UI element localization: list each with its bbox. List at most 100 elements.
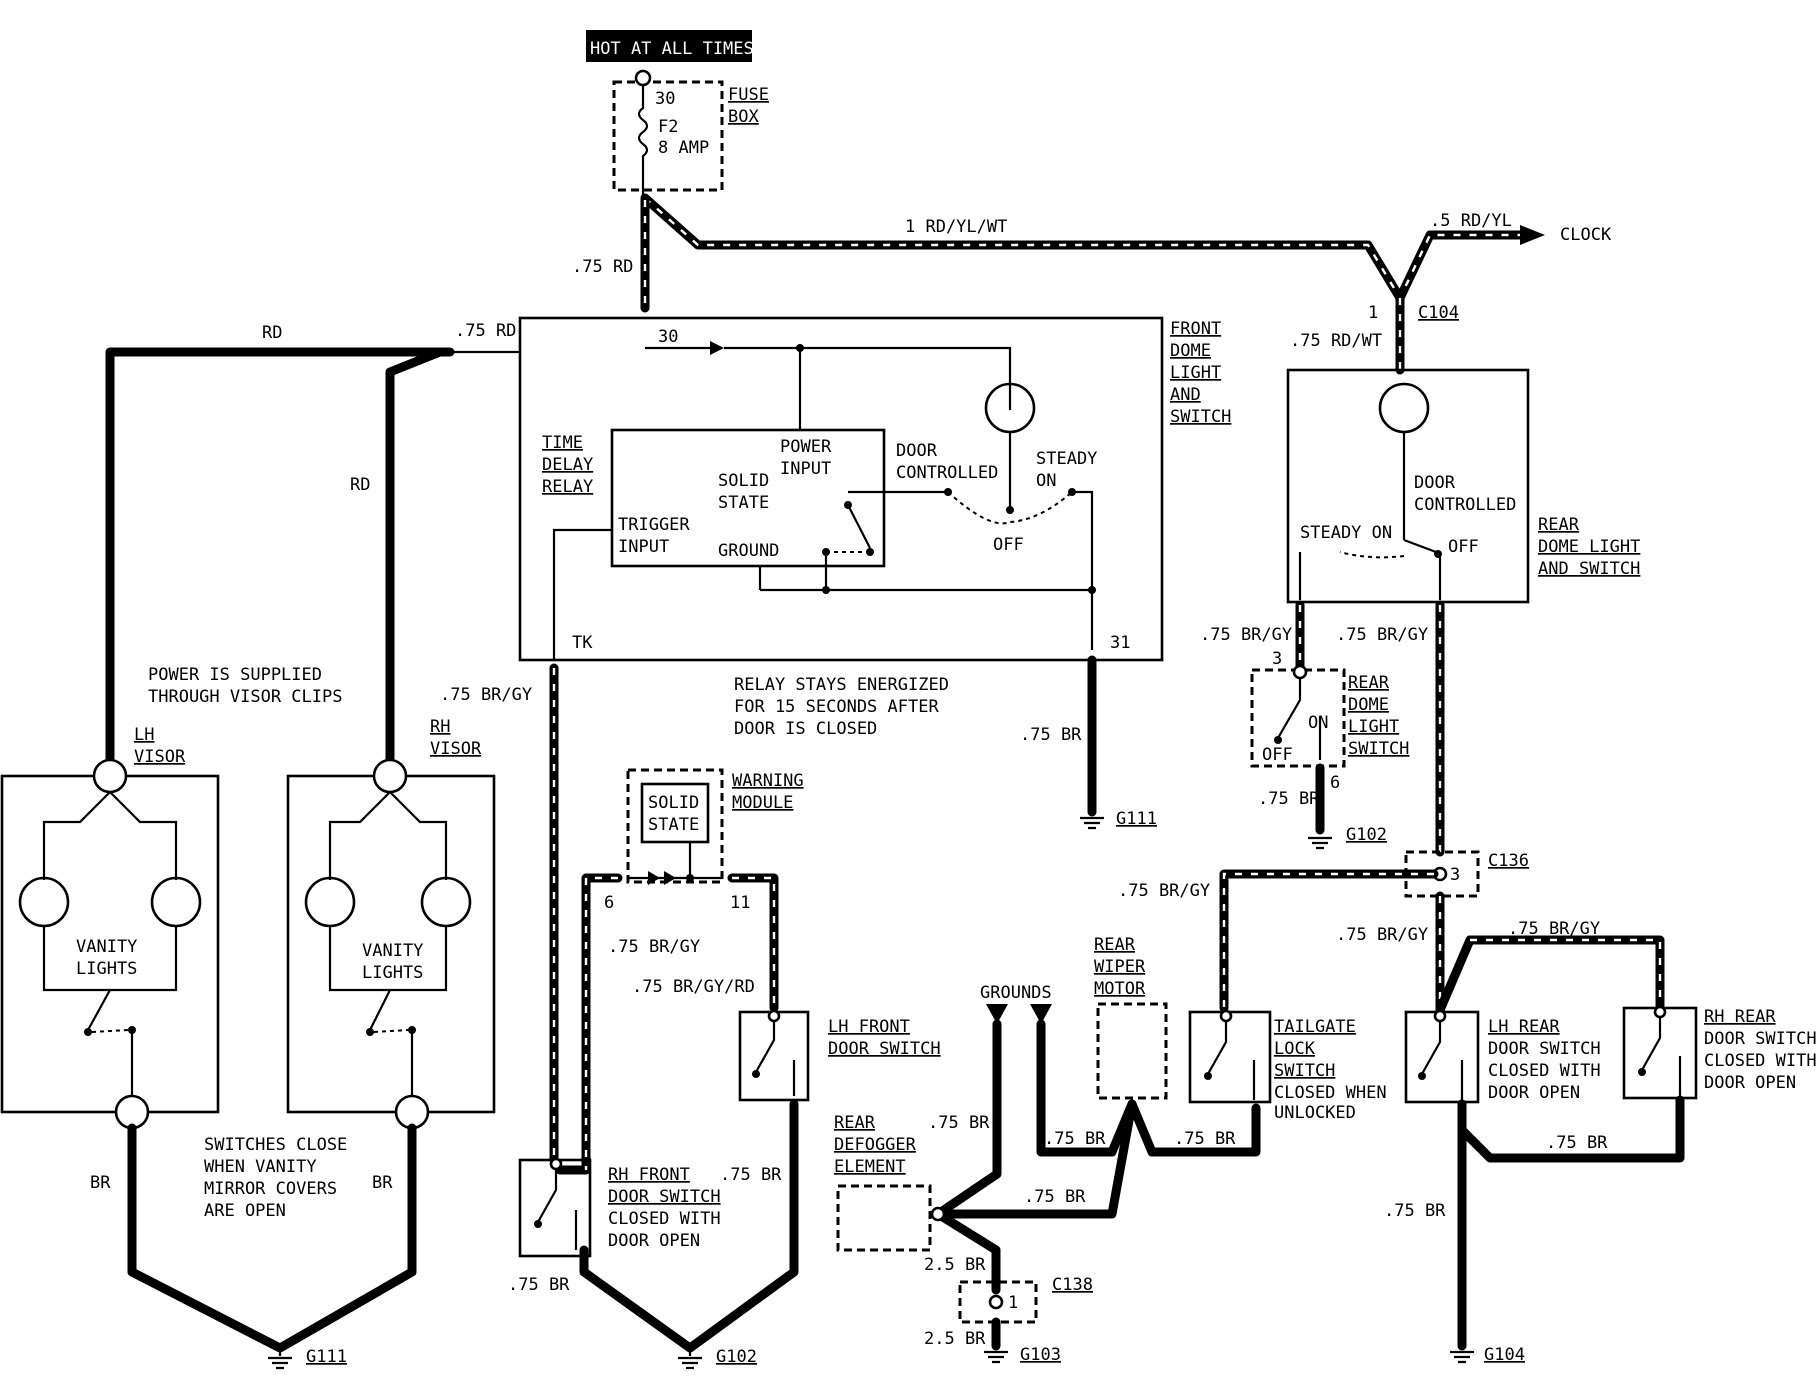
diagram-label: 11 — [730, 893, 750, 913]
diagram-label: 30 — [658, 327, 678, 347]
diagram-label: LH REAR — [1488, 1017, 1560, 1037]
wire-rd-yl-wt — [640, 193, 1525, 303]
ground-g103-icon: G103 — [984, 1345, 1061, 1365]
diagram-label: G111 — [1116, 809, 1157, 829]
diagram-label: .75 BR/GY — [1336, 625, 1428, 645]
diagram-label: MIRROR COVERS — [204, 1179, 337, 1199]
diagram-label: REAR — [1094, 935, 1136, 955]
diagram-label: RH REAR — [1704, 1007, 1776, 1027]
diagram-label: .75 BR/GY — [440, 685, 532, 705]
diagram-label: LIGHT — [1348, 717, 1399, 737]
diagram-label: .5 RD/YL — [1430, 211, 1512, 231]
diagram-label: WIPER — [1094, 957, 1146, 977]
diagram-label: C136 — [1488, 851, 1529, 871]
diagram-label: SOLID — [648, 793, 699, 813]
diagram-label: DOOR — [1414, 473, 1456, 493]
rear-wiper-motor — [1096, 1002, 1168, 1100]
diagram-label: AND SWITCH — [1538, 559, 1640, 579]
rear-dome-light-box — [1286, 368, 1530, 604]
diagram-label: RD — [350, 475, 370, 495]
diagram-label: LH FRONT — [828, 1017, 910, 1037]
diagram-label: F2 — [658, 117, 678, 137]
diagram-label: 3 — [1272, 649, 1282, 669]
diagram-label: CLOSED WHEN — [1274, 1083, 1387, 1103]
warning-module — [626, 768, 724, 884]
diagram-label: .75 BR/GY/RD — [632, 977, 755, 997]
diagram-label: .75 BR — [1258, 789, 1320, 809]
diagram-label: .75 BR/GY — [608, 937, 700, 957]
diagram-label: SWITCH — [1170, 407, 1231, 427]
diagram-label: LH — [134, 725, 154, 745]
diagram-label: RH FRONT — [608, 1165, 690, 1185]
diagram-label: C104 — [1418, 303, 1459, 323]
diagram-label: 1 — [1008, 1293, 1018, 1313]
diagram-label: STATE — [648, 815, 699, 835]
diagram-label: CONTROLLED — [1414, 495, 1516, 515]
diagram-label: DOOR SWITCH — [828, 1039, 941, 1059]
diagram-label: DOOR SWITCH — [608, 1187, 721, 1207]
diagram-label: INPUT — [618, 537, 669, 557]
diagram-label: 30 — [655, 89, 675, 109]
clock-arrow-icon — [1520, 225, 1545, 245]
diagram-label: .75 RD — [455, 321, 516, 341]
diagram-label: STATE — [718, 493, 769, 513]
diagram-label: SWITCH — [1348, 739, 1409, 759]
diagram-label: VANITY — [76, 937, 137, 957]
diagram-label: REAR — [1348, 673, 1390, 693]
diagram-label: LIGHTS — [76, 959, 137, 979]
diagram-label: DOOR SWITCH — [1488, 1039, 1601, 1059]
diagram-label: .75 BR — [720, 1165, 782, 1185]
diagram-label: SWITCHES CLOSE — [204, 1135, 347, 1155]
diagram-label: BR — [372, 1173, 393, 1193]
ground-g102-left-icon: G102 — [678, 1347, 757, 1370]
diagram-label: G103 — [1020, 1345, 1061, 1365]
lh-rear-door-switch — [1404, 1010, 1480, 1104]
diagram-label: LIGHTS — [362, 963, 423, 983]
connector-c138 — [958, 1280, 1038, 1324]
diagram-label: RELAY STAYS ENERGIZED — [734, 675, 949, 695]
diagram-label: DOOR OPEN — [1488, 1083, 1580, 1103]
diagram-label: GROUND — [718, 541, 779, 561]
diagram-label: ON — [1308, 713, 1328, 733]
diagram-label: DOOR IS CLOSED — [734, 719, 877, 739]
diagram-label: VANITY — [362, 941, 423, 961]
diagram-label: OFF — [1448, 537, 1479, 557]
diagram-label: INPUT — [780, 459, 831, 479]
diagram-label: TIME — [542, 433, 583, 453]
tailgate-lock-switch — [1188, 1010, 1272, 1104]
diagram-label: STEADY — [1036, 449, 1097, 469]
diagram-label: 31 — [1110, 633, 1130, 653]
ground-g111-left-icon: G111 — [268, 1347, 347, 1370]
diagram-label: WARNING — [732, 771, 804, 791]
diagram-label: OFF — [1262, 745, 1293, 765]
diagram-label: DOOR SWITCH — [1704, 1029, 1816, 1049]
diagram-label: VISOR — [430, 739, 482, 759]
diagram-label: OFF — [993, 535, 1024, 555]
diagram-label: G104 — [1484, 1345, 1525, 1365]
diagram-label: .75 BR — [1384, 1201, 1446, 1221]
diagram-label: REAR — [1538, 515, 1580, 535]
diagram-label: SOLID — [718, 471, 769, 491]
diagram-label: ON — [1036, 471, 1056, 491]
diagram-label: UNLOCKED — [1274, 1103, 1356, 1123]
hot-at-all-times-label: HOT AT ALL TIMES — [586, 30, 754, 62]
diagram-label: TAILGATE — [1274, 1017, 1356, 1037]
ground-arrow-icon-2 — [1030, 1004, 1052, 1024]
rear-defogger-element — [836, 1184, 932, 1252]
diagram-label: DOOR — [896, 441, 938, 461]
diagram-label: 1 RD/YL/WT — [905, 217, 1007, 237]
wire-rd-top — [105, 347, 455, 775]
diagram-label: DOME — [1170, 341, 1211, 361]
fuse-box: 30 F2 8 AMP FUSE BOX — [612, 69, 769, 195]
diagram-label: 2.5 BR — [924, 1255, 986, 1275]
diagram-label: CLOSED WITH — [1704, 1051, 1816, 1071]
diagram-label: CONTROLLED — [896, 463, 998, 483]
diagram-label: AND — [1170, 385, 1201, 405]
diagram-label: .75 BR — [1020, 725, 1082, 745]
diagram-label: BR — [90, 1173, 111, 1193]
diagram-label: POWER — [780, 437, 832, 457]
diagram-label: .75 BR/GY — [1200, 625, 1292, 645]
diagram-label: GROUNDS — [980, 983, 1052, 1003]
diagram-label: 6 — [604, 893, 614, 913]
